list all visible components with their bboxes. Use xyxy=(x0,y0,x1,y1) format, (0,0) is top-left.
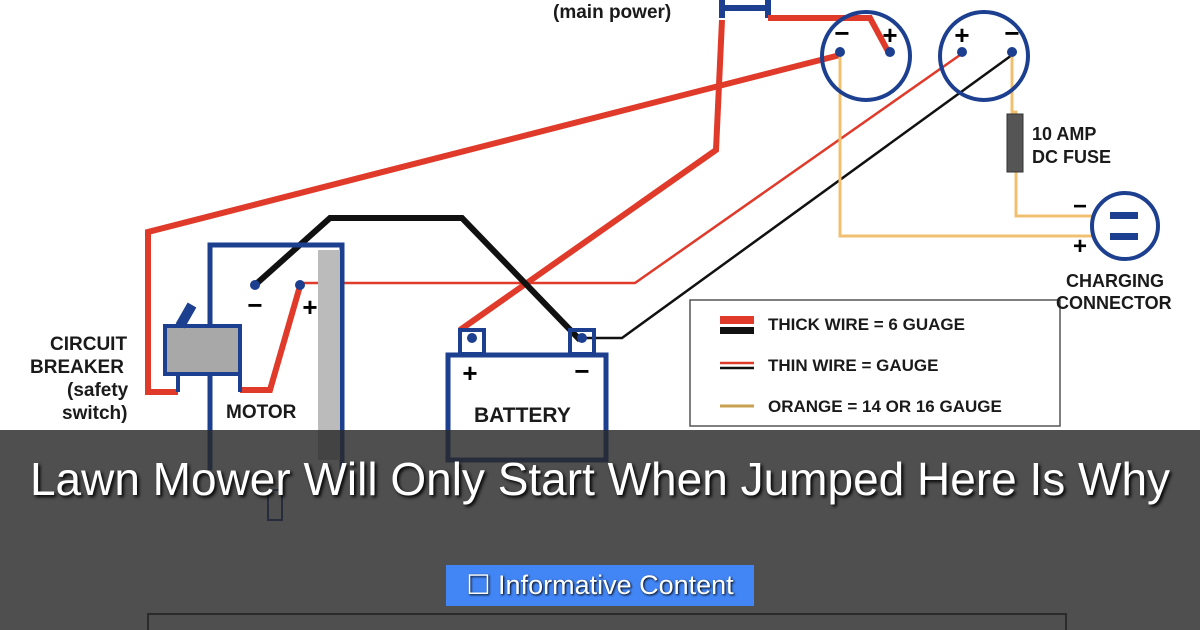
fuse-label-2: DC FUSE xyxy=(1032,147,1112,167)
svg-text:−: − xyxy=(1004,18,1019,48)
page-title: Lawn Mower Will Only Start When Jumped H… xyxy=(29,453,1171,505)
thick-red-wires xyxy=(145,15,893,395)
square-icon: ☐ xyxy=(466,570,491,600)
svg-text:−: − xyxy=(247,290,262,320)
legend-thin: THIN WIRE = GAUGE xyxy=(768,356,939,375)
motor-label: MOTOR xyxy=(226,402,297,423)
fuse-label-1: 10 AMP xyxy=(1032,124,1097,144)
svg-text:+: + xyxy=(302,292,317,322)
legend-thick: THICK WIRE = 6 GUAGE xyxy=(768,315,965,334)
battery-label: BATTERY xyxy=(474,404,571,427)
svg-text:+: + xyxy=(954,20,969,50)
svg-text:−: − xyxy=(574,356,589,386)
charging-label-1: CHARGING xyxy=(1066,271,1164,291)
svg-text:+: + xyxy=(1073,233,1087,260)
breaker-label-4: switch) xyxy=(62,403,128,424)
svg-text:−: − xyxy=(1073,193,1087,220)
badge-label: Informative Content xyxy=(498,570,734,600)
charging-label-2: CONNECTOR xyxy=(1056,293,1172,313)
breaker-label-1: CIRCUIT xyxy=(50,334,128,355)
category-badge[interactable]: ☐ Informative Content xyxy=(446,565,754,606)
svg-text:+: + xyxy=(882,20,897,50)
breaker-label-2: BREAKER xyxy=(30,357,124,378)
svg-text:+: + xyxy=(462,358,477,388)
legend-orange: ORANGE = 14 OR 16 GAUGE xyxy=(768,397,1002,416)
breaker-label-3: (safety xyxy=(67,380,129,401)
main-power-label: (main power) xyxy=(553,2,672,23)
svg-text:−: − xyxy=(834,18,849,48)
